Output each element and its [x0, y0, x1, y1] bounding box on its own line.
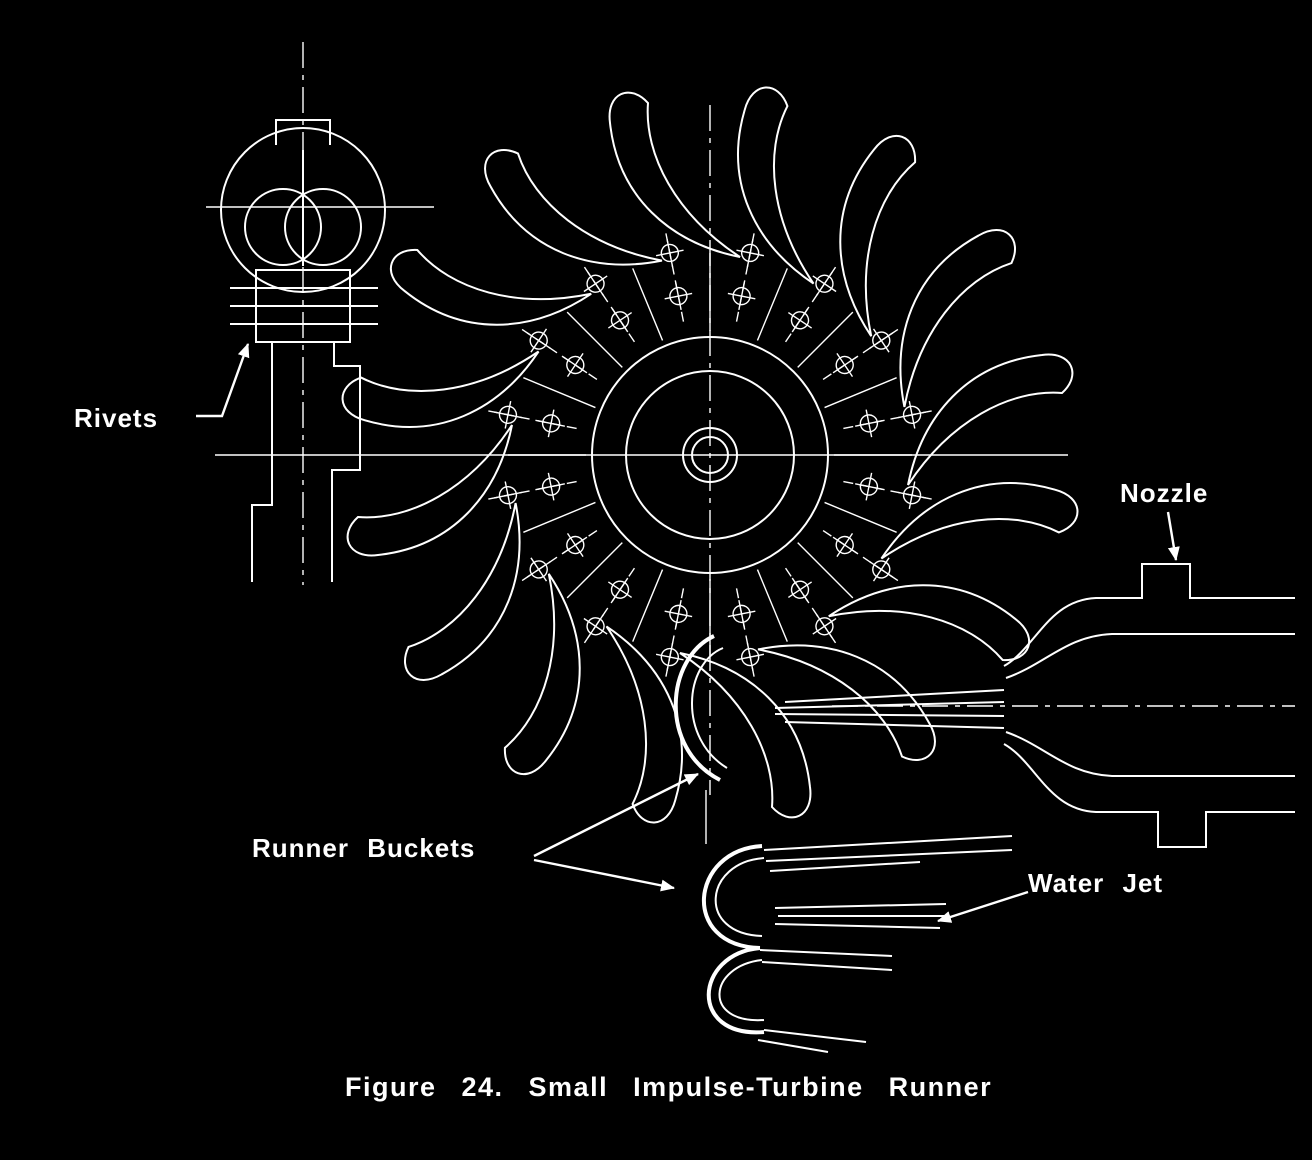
- bucket-and-shaft-side-view: [220, 119, 386, 582]
- nozzle-drawing: [1003, 563, 1295, 848]
- centerlines: [206, 42, 1295, 844]
- nozzle-label: Nozzle: [1120, 478, 1209, 508]
- runner-buckets-label: Runner Buckets: [252, 833, 476, 863]
- rivets-label: Rivets: [74, 403, 159, 433]
- jet-impact-bucket: [673, 634, 728, 782]
- runner-buckets-detail: [702, 835, 1013, 1053]
- water-jet-lines: [774, 689, 1005, 729]
- water-jet-leader-arrow: [937, 890, 1029, 923]
- runner-buckets-leader-arrows: [533, 772, 699, 892]
- figure-caption: Figure 24. Small Impulse-Turbine Runner: [345, 1072, 993, 1102]
- hub-circles: [591, 336, 829, 574]
- turbine-runner-front-view: [335, 80, 1085, 830]
- water-jet-label: Water Jet: [1028, 868, 1164, 898]
- rivet-lines: [230, 287, 378, 325]
- nozzle-leader-arrow: [1166, 511, 1180, 561]
- rivets-leader-arrow: [196, 343, 250, 418]
